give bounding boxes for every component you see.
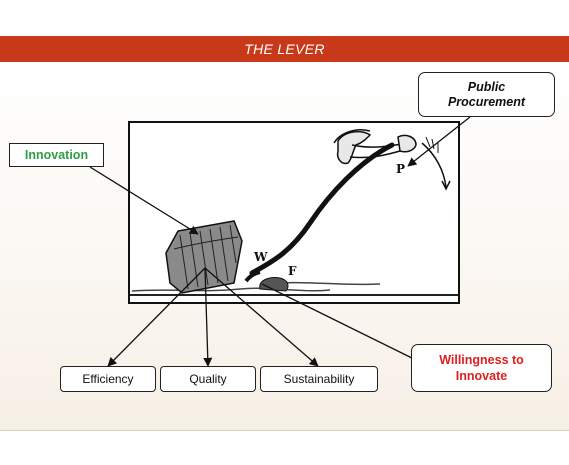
efficiency-label: Efficiency [60,366,156,392]
sustainability-label: Sustainability [260,366,378,392]
arrow-to-sustainability [204,267,319,367]
arrow-to-efficiency [107,267,206,367]
willingness-line1: Willingness to [439,353,524,367]
weight-block [165,220,243,294]
willingness-label: Willingness to Innovate [411,344,552,392]
public-procurement-line1: Public [467,79,506,94]
quality-label-text: Quality [189,372,227,386]
arrow-fulcrum-to-willingness [261,283,421,363]
slide-title-banner: THE LEVER [0,36,569,62]
efficiency-label-text: Efficiency [82,372,134,386]
slide-title: THE LEVER [244,41,325,57]
weight-letter: W [253,250,268,264]
power-letter: P [396,162,405,176]
arrow-procurement-to-power [407,116,471,167]
fulcrum-letter: F [288,264,297,278]
arrow-innovation-to-weight [89,166,199,235]
innovation-label-text: Innovation [24,148,89,162]
public-procurement-line2: Procurement [447,94,526,109]
quality-label: Quality [160,366,256,392]
lever-drawing: W F P [130,129,458,296]
sustainability-label-text: Sustainability [283,372,355,386]
arm-drawing [333,129,417,165]
lever-illustration: W F P [128,121,460,304]
arrow-to-quality [203,267,213,367]
bottom-divider [0,430,569,431]
public-procurement-label: Public Procurement [418,72,555,117]
innovation-label: Innovation [9,143,104,167]
willingness-line2: Innovate [455,369,508,383]
